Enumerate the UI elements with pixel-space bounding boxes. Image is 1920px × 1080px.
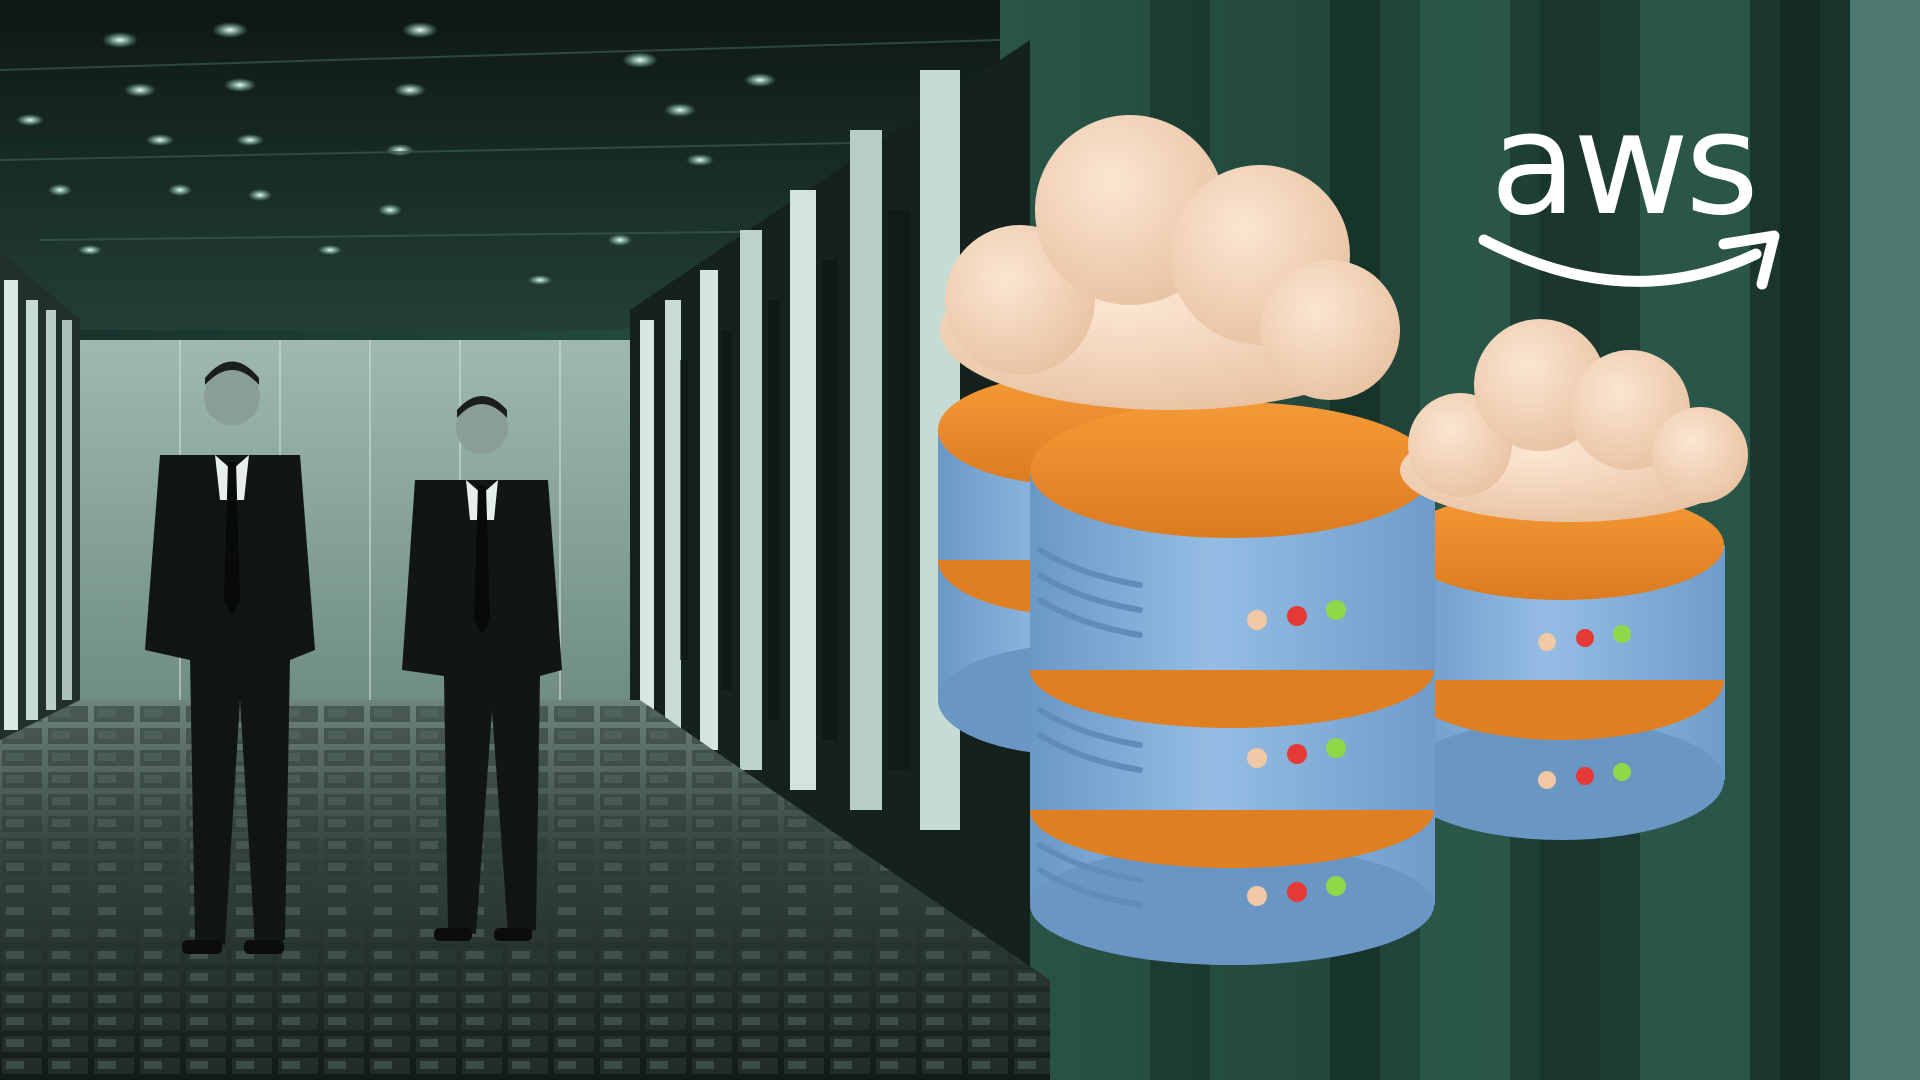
cloud-icon-large (940, 115, 1400, 410)
ceiling-lights (16, 22, 776, 285)
aws-logo: aws (1478, 82, 1798, 300)
status-leds-center-1 (1247, 600, 1346, 630)
status-leds-right-2 (1538, 763, 1631, 789)
amazon-smile-arrow-icon (1478, 230, 1780, 290)
left-racks (0, 250, 80, 760)
db-stack-front-center (1030, 402, 1435, 965)
person-right (402, 396, 562, 941)
status-leds-center-3 (1247, 876, 1346, 906)
cloud-database-icon (938, 115, 1748, 965)
aws-wordmark: aws (1490, 82, 1759, 247)
cloud-icon-small (1400, 319, 1748, 522)
person-left (145, 361, 315, 954)
status-leds-center-2 (1247, 738, 1346, 768)
db-stack-right (1400, 490, 1725, 840)
status-leds-right-1 (1538, 625, 1631, 651)
